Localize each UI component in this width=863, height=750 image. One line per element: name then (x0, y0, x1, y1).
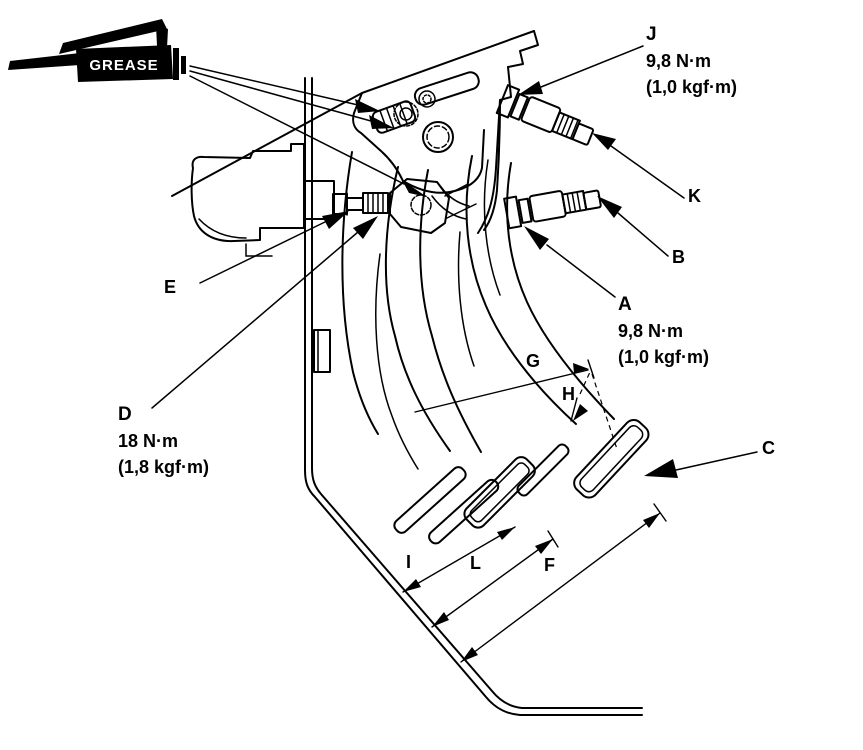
callout-J-torque: 9,8 N·m (646, 51, 712, 71)
dimension-lines (402, 359, 667, 663)
clutch-pedal-arm (341, 151, 482, 470)
pedal-bracket (352, 30, 539, 234)
callout-D-letter: D (118, 404, 132, 425)
callout-A-torque-alt: (1,0 kgf·m) (618, 347, 710, 367)
callout-I: I (406, 552, 412, 572)
callout-A-torque: 9,8 N·m (618, 321, 684, 341)
callout-D-torque: 18 N·m (118, 431, 179, 451)
callout-C: C (762, 438, 775, 458)
pedal-arm-ends (393, 443, 570, 545)
brake-pedal-arm (465, 155, 615, 425)
firewall-panel (171, 77, 363, 456)
callout-D: D 18 N·m (1,8 kgf·m) (118, 402, 209, 480)
callout-G: G (526, 351, 541, 371)
callout-K: K (688, 186, 701, 206)
callout-leader-lines (151, 45, 758, 478)
callout-E: E (164, 277, 177, 297)
mount-bolt-and-clevis (332, 178, 477, 234)
callout-A: A 9,8 N·m (1,0 kgf·m) (618, 292, 709, 370)
callout-L: L (470, 553, 481, 573)
callout-H: H (562, 384, 575, 404)
callout-A-letter: A (618, 294, 632, 315)
upper-switch (495, 84, 595, 146)
brake-pedal-pad (573, 418, 650, 499)
grease-leader-lines (189, 65, 427, 197)
floor-panel (304, 452, 643, 716)
lower-switch (503, 189, 602, 230)
callout-J-torque-alt: (1,0 kgf·m) (646, 77, 738, 97)
grease-gun-icon: GREASE (8, 19, 186, 82)
callout-D-torque-alt: (1,8 kgf·m) (118, 457, 210, 477)
callout-J-letter: J (646, 24, 657, 45)
grease-label: GREASE (89, 57, 158, 74)
stop-lever-lug (413, 71, 480, 106)
master-cylinder-silhouette (190, 143, 305, 257)
callout-B: B (672, 247, 685, 267)
callout-J: J 9,8 N·m (1,0 kgf·m) (646, 22, 737, 100)
callout-F: F (544, 555, 555, 575)
clutch-pedal-pad (463, 456, 536, 529)
